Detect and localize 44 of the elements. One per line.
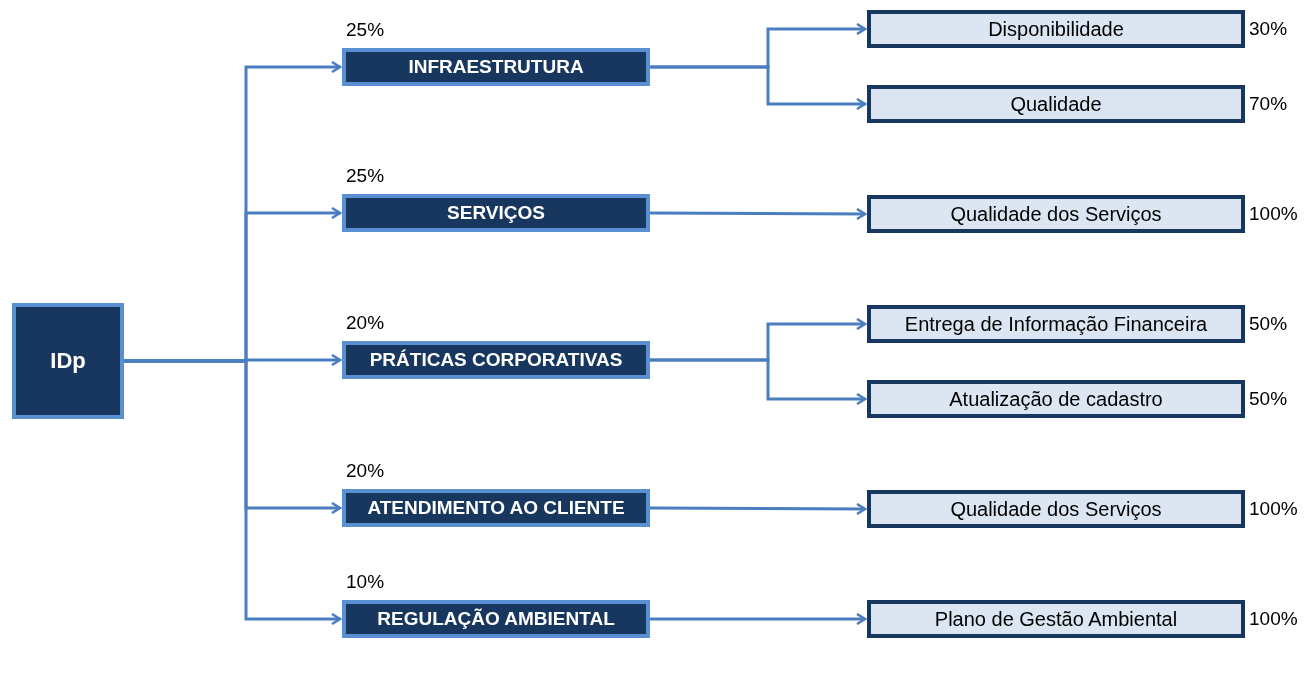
weight-percent: 20% [346, 461, 385, 480]
connector-arrow [650, 612, 867, 626]
box-text: Disponibilidade [988, 16, 1124, 42]
category-box [342, 341, 650, 379]
connector-arrow [650, 207, 867, 221]
weight-percent: 25% [346, 20, 385, 39]
weight-percent: 100% [1249, 609, 1298, 628]
weight-percent: 25% [346, 166, 385, 185]
box-text: Qualidade [1010, 91, 1102, 117]
weight-percent: 50% [1249, 389, 1288, 408]
category-box [342, 600, 650, 638]
box-text: REGULAÇÃO AMBIENTAL [377, 607, 615, 631]
box-text: Qualidade dos Serviços [950, 201, 1162, 227]
indicator-box [867, 600, 1245, 638]
box-text: Qualidade dos Serviços [950, 496, 1162, 522]
box-text: PRÁTICAS CORPORATIVAS [369, 348, 623, 372]
indicator-box [867, 10, 1245, 48]
indicator-box [867, 490, 1245, 528]
indicator-box [867, 85, 1245, 123]
weight-percent: 30% [1249, 19, 1288, 38]
box-text: ATENDIMENTO AO CLIENTE [367, 496, 625, 520]
weight-percent: 20% [346, 313, 385, 332]
weight-percent: 70% [1249, 94, 1288, 113]
category-box [342, 489, 650, 527]
connector-arrow [124, 359, 342, 626]
indicator-box [867, 305, 1245, 343]
connector-arrow [650, 502, 867, 516]
weight-percent: 100% [1249, 204, 1298, 223]
weight-percent: 100% [1249, 499, 1298, 518]
box-text: SERVIÇOS [447, 201, 545, 225]
box-text: Atualização de cadastro [949, 386, 1163, 412]
weight-percent: 10% [346, 572, 385, 591]
category-box [342, 194, 650, 232]
box-text: Entrega de Informação Financeira [904, 311, 1208, 337]
weight-percent: 50% [1249, 314, 1288, 333]
indicator-box [867, 380, 1245, 418]
connector-arrow [650, 65, 867, 111]
box-text: INFRAESTRUTURA [408, 55, 584, 79]
box-text: IDp [50, 347, 86, 375]
root-box [12, 303, 124, 419]
box-text: Plano de Gestão Ambiental [934, 606, 1178, 632]
category-box [342, 48, 650, 86]
connector-arrow [650, 358, 867, 406]
indicator-box [867, 195, 1245, 233]
